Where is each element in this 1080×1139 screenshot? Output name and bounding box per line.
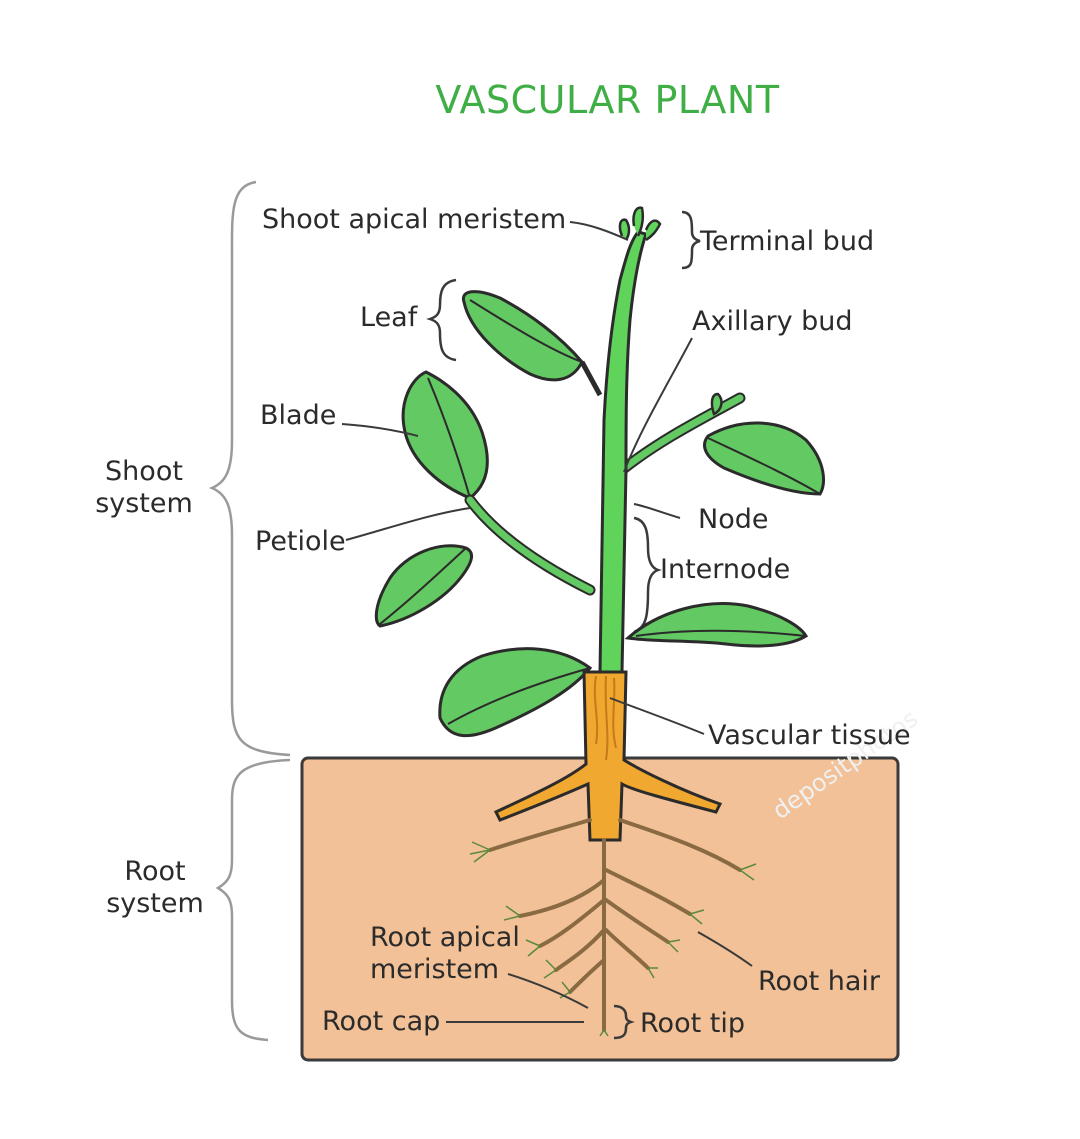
internode-bracket [633, 516, 662, 634]
axillary-bud-shape [710, 392, 723, 416]
pointer-lines [341, 221, 753, 1023]
leaf-bottom-left [438, 647, 593, 738]
label-shoot-apical-meristem: Shoot apical meristem [262, 204, 567, 235]
label-petiole: Petiole [255, 526, 346, 557]
root-system-shape [488, 818, 742, 1032]
label-node: Node [698, 504, 769, 535]
leaf-lower-left [374, 544, 473, 628]
label-root-system-line1: Root [124, 856, 186, 887]
leaf-bracket [426, 278, 457, 362]
label-shoot-system-line1: Shoot [105, 456, 183, 487]
stem [598, 230, 648, 674]
left-branch-fill [466, 496, 594, 594]
leaf-blade [401, 370, 489, 500]
label-blade: Blade [260, 400, 337, 431]
root-system-bracket [215, 758, 291, 1042]
label-axillary-bud: Axillary bud [692, 306, 853, 337]
label-internode: Internode [660, 554, 791, 585]
label-shoot-system-line2: system [95, 488, 193, 519]
label-root-cap: Root cap [322, 1006, 441, 1037]
label-root-system: Root system [100, 856, 210, 920]
leaf-lower-right [624, 602, 809, 648]
right-branch-fill [618, 394, 744, 474]
label-root-apical-meristem-line1: Root apical [370, 922, 520, 953]
label-root-hair: Root hair [758, 966, 881, 997]
terminal-bud [618, 206, 662, 242]
root-hairs [469, 841, 757, 1037]
label-root-apical-meristem-line2: meristem [370, 954, 500, 985]
root-tip-bracket [613, 1004, 635, 1040]
diagram-title: VASCULAR PLANT [435, 78, 780, 122]
label-terminal-bud: Terminal bud [700, 226, 875, 257]
label-root-system-line2: system [106, 888, 204, 919]
label-shoot-system: Shoot system [92, 456, 196, 520]
vascular-stem [493, 670, 723, 842]
label-root-tip: Root tip [640, 1008, 745, 1039]
label-root-apical-meristem: Root apical meristem [370, 922, 520, 986]
label-leaf: Leaf [360, 302, 418, 333]
vascular-lines [593, 675, 617, 761]
label-vascular-tissue: Vascular tissue [708, 720, 911, 751]
terminal-bud-bracket [681, 210, 701, 270]
leaf-upper-right [703, 421, 825, 496]
shoot-system-bracket [208, 180, 291, 757]
left-branch [464, 494, 596, 596]
leaf-top-left [461, 290, 584, 382]
petiole-top [579, 360, 603, 397]
